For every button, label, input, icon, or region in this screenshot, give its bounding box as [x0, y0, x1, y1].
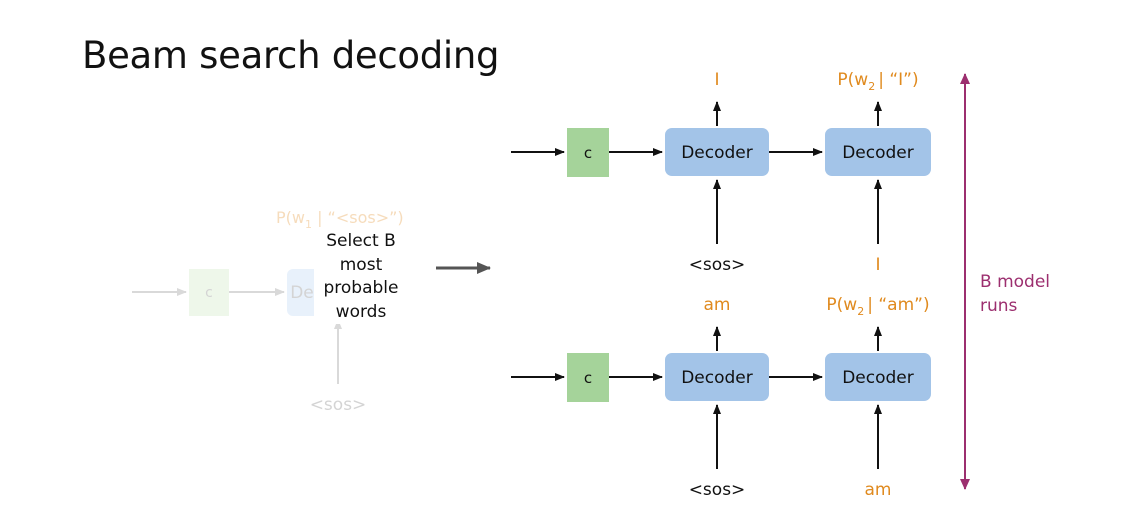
left-input-token: <sos> [310, 395, 367, 415]
beam-1: c Decoder Decoder I P(w2| “I”) <sos> I [511, 70, 931, 275]
beam-1-context-label: c [584, 144, 592, 162]
slide-title: Beam search decoding [82, 34, 500, 77]
left-faded-panel: c Decoder <sos> P(w1 | “<sos>”) Select B… [132, 208, 410, 415]
bracket-label-line-2: runs [980, 296, 1018, 316]
beam-1-decoder-1-label: Decoder [681, 143, 753, 163]
beam-1-decoder-1 [665, 128, 769, 176]
beam-2-input-2: am [865, 480, 892, 500]
beam-2-decoder-1 [665, 353, 769, 401]
beam-1-output-2: P(w2| “I”) [837, 70, 918, 93]
select-text-line-1: Select B [326, 231, 396, 251]
beam-1-context-box [567, 128, 609, 177]
beam-2-output-1: am [704, 295, 731, 315]
beam-2-context-label: c [584, 369, 592, 387]
beam-1-decoder-2-label: Decoder [842, 143, 914, 163]
select-text-bg [314, 228, 410, 324]
bracket-label-line-1: B model [980, 272, 1050, 292]
left-context-label: c [205, 285, 213, 301]
beam-1-decoder-2 [825, 128, 931, 176]
beam-1-input-2: I [875, 255, 880, 275]
select-text-line-3: probable [324, 278, 399, 298]
beam-2-context-box [567, 353, 609, 402]
beam-1-output-1: I [714, 70, 719, 90]
beam-2-input-1: <sos> [689, 480, 746, 500]
b-model-runs-bracket: B model runs [960, 73, 1050, 490]
left-output-prob: P(w1 | “<sos>”) [276, 208, 404, 231]
beam-1-input-1: <sos> [689, 255, 746, 275]
select-text-line-4: words [336, 302, 387, 322]
beam-2-decoder-1-label: Decoder [681, 368, 753, 388]
beam-2-output-2: P(w2| “am”) [826, 295, 929, 318]
select-text-line-2: most [340, 255, 383, 275]
beam-2-decoder-2 [825, 353, 931, 401]
left-context-box [189, 269, 229, 316]
beam-2: c Decoder Decoder am P(w2| “am”) <sos> a… [511, 295, 931, 500]
beam-2-decoder-2-label: Decoder [842, 368, 914, 388]
